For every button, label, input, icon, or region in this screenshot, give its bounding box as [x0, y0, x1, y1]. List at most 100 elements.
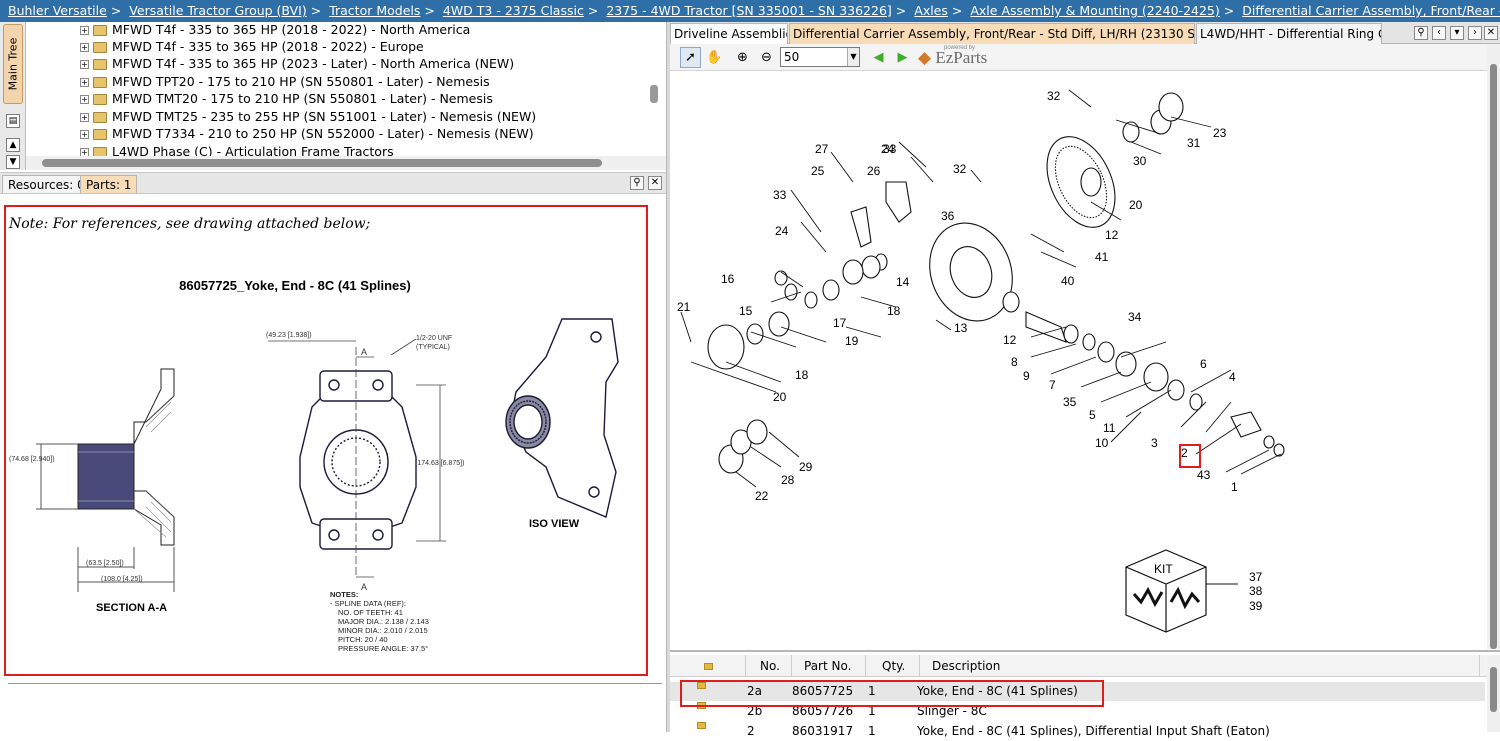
callout-39[interactable]: 39 [1249, 599, 1263, 613]
callout-2[interactable]: 2 [1181, 446, 1188, 460]
scroll-thumb[interactable] [42, 159, 602, 167]
pin-icon[interactable]: ⚲ [630, 176, 644, 190]
callout-41[interactable]: 41 [1095, 250, 1109, 264]
column-header[interactable]: Description [920, 655, 1480, 677]
tab-list-icon[interactable]: ▾ [1450, 26, 1464, 40]
tree-item[interactable]: +MFWD T4f - 335 to 365 HP (2018 - 2022) … [80, 38, 424, 55]
select-pointer-icon[interactable]: ➚ [680, 47, 701, 68]
callout-9[interactable]: 9 [1023, 369, 1030, 383]
callout-24[interactable]: 24 [881, 142, 895, 156]
callout-25[interactable]: 25 [811, 164, 825, 178]
callout-33[interactable]: 33 [883, 142, 897, 156]
zoom-in-icon[interactable]: ⊕ [737, 50, 748, 65]
back-arrow-icon[interactable]: ◀ [873, 50, 884, 65]
pin-icon[interactable]: ⚲ [1414, 26, 1428, 40]
callout-10[interactable]: 10 [1095, 436, 1109, 450]
column-header[interactable]: Part No. [792, 655, 866, 677]
table-row[interactable]: 2b 86057726 1 Slinger - 8C [670, 702, 1485, 721]
callout-15[interactable]: 15 [739, 304, 753, 318]
scroll-thumb[interactable] [1490, 64, 1497, 649]
tree-item[interactable]: +MFWD T4f - 335 to 365 HP (2018 - 2022) … [80, 22, 470, 38]
callout-4[interactable]: 4 [1229, 370, 1236, 384]
callout-33[interactable]: 33 [773, 188, 787, 202]
tab-resources[interactable]: Resources: 0 [2, 175, 91, 193]
chevron-left-icon[interactable]: ‹ [1432, 26, 1446, 40]
callout-20[interactable]: 20 [773, 390, 787, 404]
main-tree-tab[interactable]: Main Tree [3, 24, 23, 104]
column-header[interactable]: No. [746, 655, 792, 677]
close-icon[interactable]: ✕ [1484, 26, 1498, 40]
callout-17[interactable]: 17 [833, 316, 847, 330]
breadcrumb-link[interactable]: Axles [914, 3, 948, 18]
tree-item[interactable]: +MFWD T4f - 335 to 365 HP (2023 - Later)… [80, 55, 514, 72]
callout-26[interactable]: 26 [867, 164, 881, 178]
callout-32[interactable]: 32 [1047, 89, 1061, 103]
callout-22[interactable]: 22 [755, 489, 769, 503]
tab-ring-gear-pinion[interactable]: L4WD/HHT - Differential Ring Gear & Pini… [1196, 23, 1382, 44]
column-header[interactable]: Qty. [866, 655, 920, 677]
chevron-right-icon[interactable]: › [1468, 26, 1482, 40]
callout-23[interactable]: 23 [1213, 126, 1227, 140]
callout-19[interactable]: 19 [845, 334, 859, 348]
tab-parts[interactable]: Parts: 1 [80, 175, 138, 193]
scroll-up-icon[interactable]: ▲ [6, 138, 20, 152]
tree-item[interactable]: +MFWD TMT25 - 235 to 255 HP (SN 551001 -… [80, 108, 536, 125]
callout-18[interactable]: 18 [887, 304, 901, 318]
forward-arrow-icon[interactable]: ▶ [897, 50, 908, 65]
callout-21[interactable]: 21 [677, 300, 691, 314]
callout-8[interactable]: 8 [1011, 355, 1018, 369]
breadcrumb-link[interactable]: Versatile Tractor Group (BVI) [129, 3, 307, 18]
pan-hand-icon[interactable]: ✋ [706, 50, 723, 65]
zoom-out-icon[interactable]: ⊖ [761, 50, 772, 65]
expand-icon[interactable]: + [80, 113, 89, 122]
expand-icon[interactable]: + [80, 43, 89, 52]
tree-item[interactable]: +MFWD T7334 - 210 to 250 HP (SN 552000 -… [80, 125, 534, 142]
breadcrumb-link[interactable]: Differential Carrier Assembly, Front/Rea… [1242, 3, 1500, 18]
callout-14[interactable]: 14 [896, 275, 910, 289]
tree-item[interactable]: +MFWD TMT20 - 175 to 210 HP (SN 550801 -… [80, 90, 493, 107]
chevron-down-icon[interactable]: ▼ [847, 48, 859, 66]
header-icon-column[interactable] [670, 655, 746, 677]
tab-differential-carrier[interactable]: Differential Carrier Assembly, Front/Rea… [789, 23, 1195, 44]
callout-30[interactable]: 30 [1133, 154, 1147, 168]
callout-3[interactable]: 3 [1151, 436, 1158, 450]
scroll-down-icon[interactable]: ▼ [6, 155, 20, 169]
breadcrumb-link[interactable]: 4WD T3 - 2375 Classic [442, 3, 584, 18]
table-row[interactable]: 2a 86057725 1 Yoke, End - 8C (41 Splines… [670, 682, 1485, 701]
callout-12[interactable]: 12 [1105, 228, 1119, 242]
callout-12[interactable]: 12 [1003, 333, 1017, 347]
table-vertical-scrollbar[interactable] [1487, 655, 1500, 732]
scroll-thumb[interactable] [650, 85, 658, 103]
callout-16[interactable]: 16 [721, 272, 735, 286]
expand-icon[interactable]: + [80, 78, 89, 87]
callout-37[interactable]: 37 [1249, 570, 1263, 584]
close-icon[interactable]: ✕ [648, 176, 662, 190]
expand-icon[interactable]: + [80, 130, 89, 139]
tree-item[interactable]: +MFWD TPT20 - 175 to 210 HP (SN 550801 -… [80, 73, 490, 90]
callout-36[interactable]: 36 [941, 209, 955, 223]
breadcrumb-link[interactable]: Buhler Versatile [8, 3, 107, 18]
breadcrumb-link[interactable]: Axle Assembly & Mounting (2240-2425) [970, 3, 1220, 18]
callout-38[interactable]: 38 [1249, 584, 1263, 598]
expand-icon[interactable]: + [80, 95, 89, 104]
tree-vertical-scrollbar[interactable] [648, 22, 660, 152]
callout-28[interactable]: 28 [781, 473, 795, 487]
scroll-thumb[interactable] [1490, 667, 1497, 712]
callout-40[interactable]: 40 [1061, 274, 1075, 288]
callout-7[interactable]: 7 [1049, 378, 1056, 392]
callout-6[interactable]: 6 [1200, 357, 1207, 371]
callout-20[interactable]: 20 [1129, 198, 1143, 212]
expand-icon[interactable]: + [80, 26, 89, 35]
callout-35[interactable]: 35 [1063, 395, 1077, 409]
callout-29[interactable]: 29 [799, 460, 813, 474]
callout-31[interactable]: 31 [1187, 136, 1201, 150]
callout-1[interactable]: 1 [1231, 480, 1238, 494]
breadcrumb-link[interactable]: 2375 - 4WD Tractor [SN 335001 - SN 33622… [606, 3, 892, 18]
callout-34[interactable]: 34 [1128, 310, 1142, 324]
callout-24[interactable]: 24 [775, 224, 789, 238]
pane-splitter[interactable] [666, 22, 670, 732]
tree-options-icon[interactable]: ▤ [6, 114, 20, 128]
tree-horizontal-scrollbar[interactable] [26, 156, 666, 170]
expand-icon[interactable]: + [80, 60, 89, 69]
